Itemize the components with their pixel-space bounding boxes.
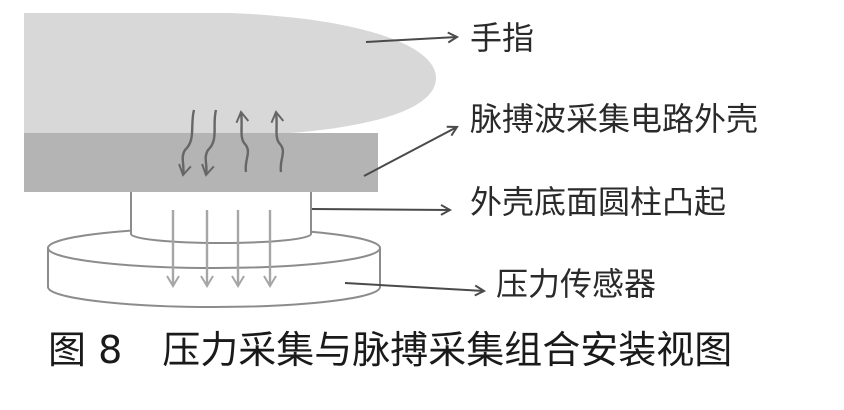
pulse-circuit-shell: [24, 133, 378, 192]
label-pulse-circuit-shell: 脉搏波采集电路外壳: [470, 100, 759, 138]
label-pressure-sensor: 压力传感器: [496, 265, 657, 303]
leader-line-sensor: [344, 282, 484, 291]
pulse-up-arrow: [270, 110, 285, 173]
figure-title: 压力采集与脉搏采集组合安装视图: [162, 328, 733, 372]
leader-line-bump: [311, 209, 450, 210]
shell-bottom-bump: [130, 190, 312, 244]
pulse-down-arrow: [201, 109, 218, 177]
pulse-up-arrow: [235, 110, 250, 173]
finger-shape: [24, 13, 436, 136]
leader-line-shell: [363, 127, 457, 177]
label-shell-bottom-bump: 外壳底面圆柱凸起: [470, 183, 727, 221]
pulse-down-arrow: [178, 109, 196, 177]
label-finger: 手指: [470, 19, 535, 57]
figure-caption: 图 8 压力采集与脉搏采集组合安装视图: [48, 331, 732, 369]
figure-number: 图 8: [48, 328, 123, 372]
leader-line-finger: [365, 37, 457, 42]
